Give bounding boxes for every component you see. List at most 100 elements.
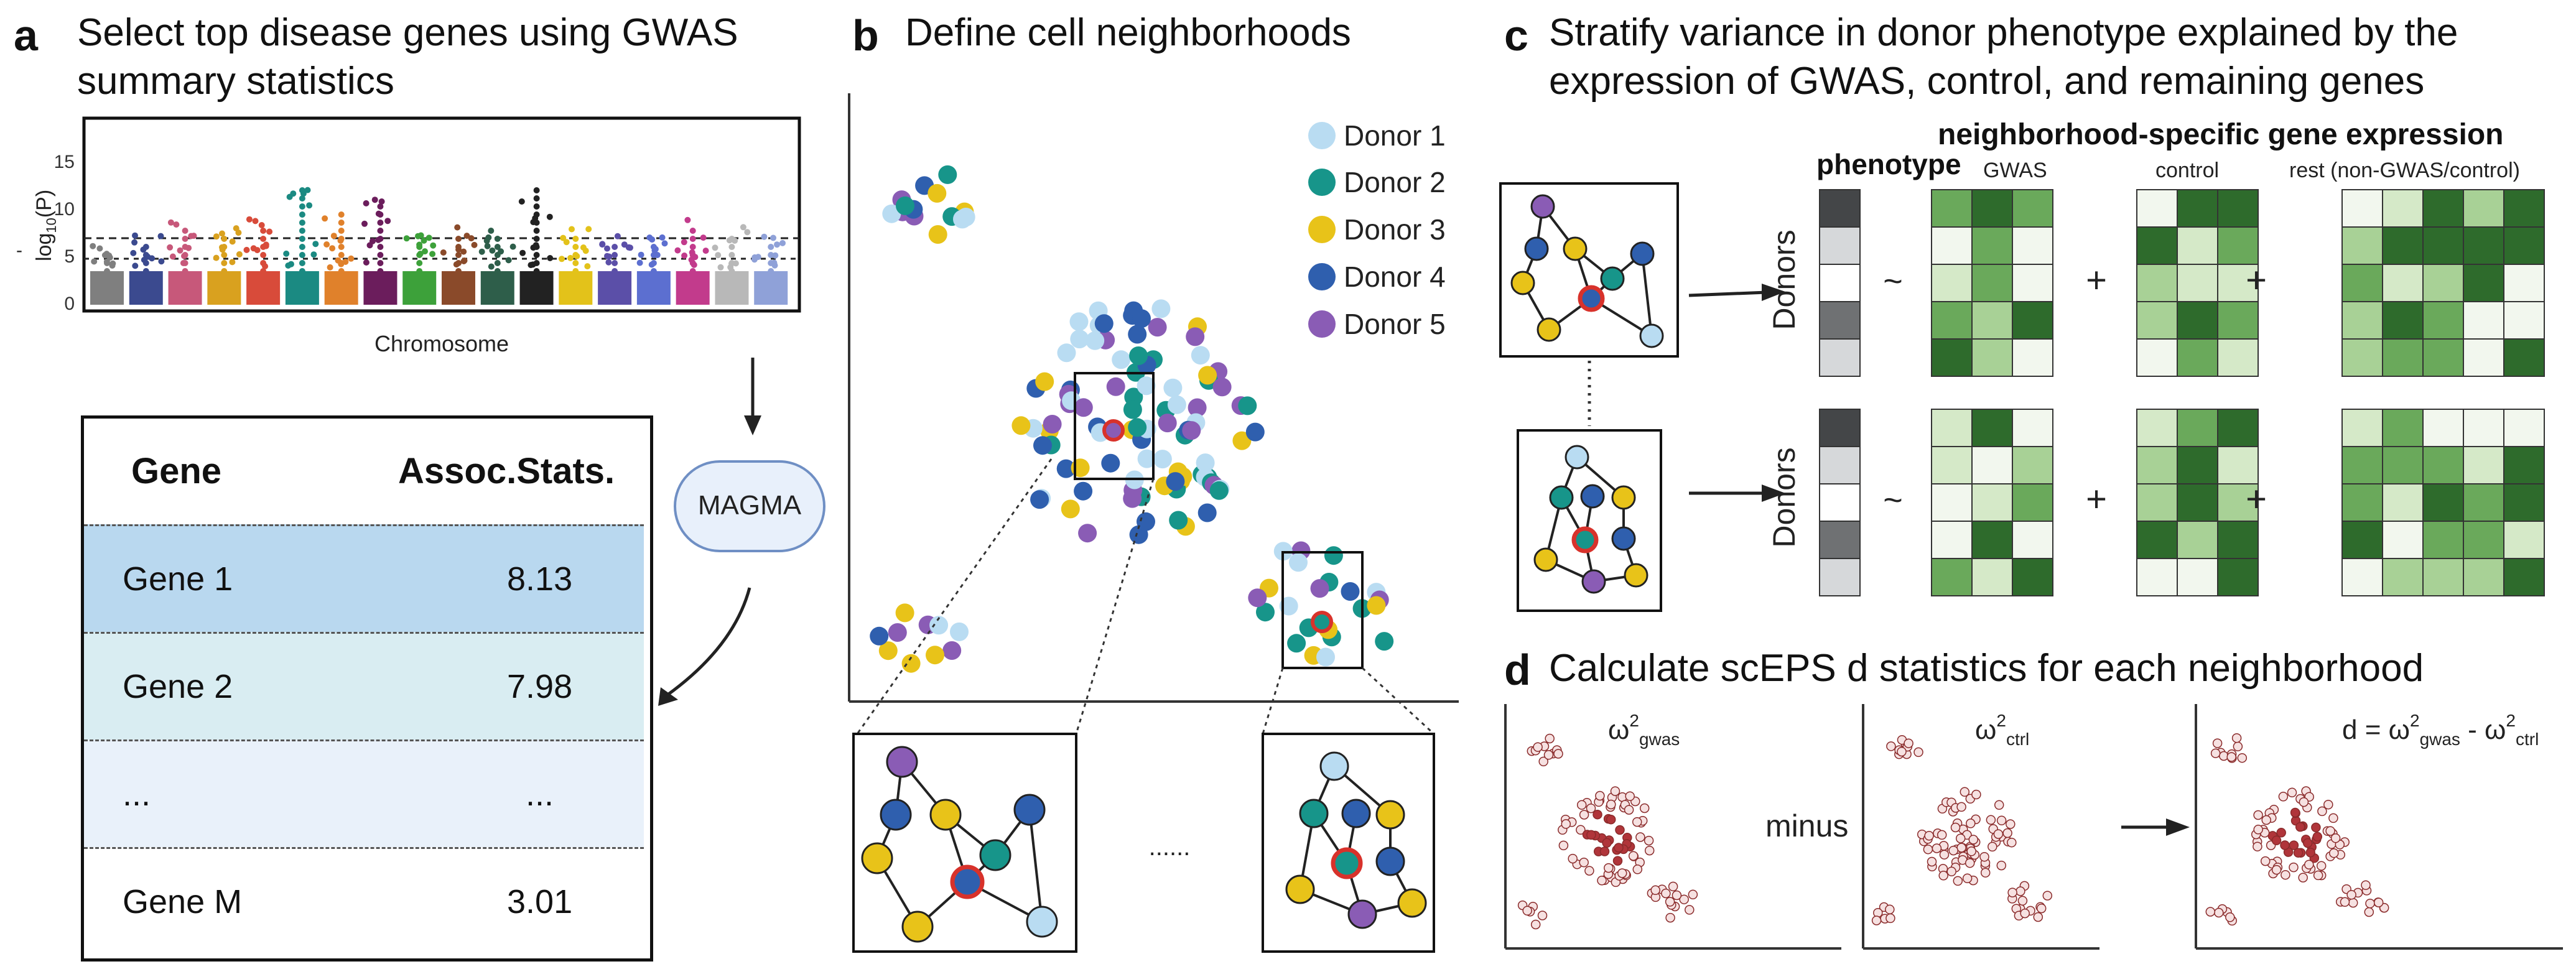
cell-point xyxy=(1169,511,1188,530)
heatmap-cell-control xyxy=(2217,226,2259,265)
snp-point xyxy=(327,264,333,271)
snp-point xyxy=(213,254,220,261)
neighborhood-point xyxy=(2271,864,2282,875)
snp-point xyxy=(572,244,579,250)
snp-point xyxy=(650,252,657,258)
omega-gwas-label: ω2gwas xyxy=(1608,711,1680,749)
cell-point xyxy=(1069,312,1089,331)
snp-point xyxy=(363,200,370,206)
graph-node xyxy=(880,799,912,831)
heatmap-cell-control xyxy=(2136,558,2178,596)
snp-point xyxy=(425,234,432,241)
snp-point xyxy=(715,252,722,259)
neighborhood-point xyxy=(2365,898,2375,909)
neighborhood-point xyxy=(2226,752,2236,762)
snp-point xyxy=(378,198,385,205)
cell-point xyxy=(1112,350,1131,369)
cell-point xyxy=(1196,453,1215,473)
cell-point xyxy=(938,165,957,184)
snp-point xyxy=(689,244,696,250)
heatmap-cell-gwas xyxy=(1971,558,2013,596)
neighborhood-point xyxy=(2329,848,2339,858)
graph-node xyxy=(1624,563,1648,588)
neighborhood-point xyxy=(2281,869,2290,880)
snp-point xyxy=(142,244,149,250)
neighborhood-point xyxy=(2304,860,2314,869)
snp-point xyxy=(755,254,761,261)
heatmap-cell-rest xyxy=(2382,301,2424,340)
neighborhood-point xyxy=(1561,819,1571,829)
snp-point xyxy=(416,260,423,266)
snp-point xyxy=(455,252,462,258)
graph-node xyxy=(1611,485,1636,510)
snp-point xyxy=(650,268,657,274)
d-formula-label: d = ω2gwas - ω2ctrl xyxy=(2342,711,2539,749)
neighborhood-point xyxy=(1602,838,1612,848)
snp-point xyxy=(188,233,195,239)
neighborhood-point xyxy=(1886,741,1896,751)
cell-point xyxy=(1086,331,1105,350)
neighborhood-point xyxy=(2007,888,2017,897)
snp-point xyxy=(104,260,110,266)
heatmap-cell-gwas xyxy=(1971,226,2013,265)
neighborhood-graph-left xyxy=(852,733,1077,953)
neighborhood-point xyxy=(2340,897,2350,907)
snp-point xyxy=(132,232,138,239)
snp-point xyxy=(689,252,696,258)
snp-point xyxy=(221,252,228,258)
chromosome-band xyxy=(519,271,554,305)
ytick-0: 0 xyxy=(64,294,75,314)
cell-point xyxy=(1137,512,1155,531)
neighborhood-point xyxy=(1968,835,1979,845)
neighborhood-point xyxy=(1679,894,1689,904)
snp-point xyxy=(533,195,540,202)
ytick-15: 15 xyxy=(54,152,75,172)
panel-c-letter: c xyxy=(1504,11,1528,60)
table-cell-gene: ... xyxy=(123,776,151,813)
snp-point xyxy=(285,262,292,269)
plus-top-2: + xyxy=(2246,260,2267,300)
neighborhood-point xyxy=(1885,904,1895,915)
neighborhood-point xyxy=(1625,791,1635,801)
heatmap-cell-rest xyxy=(2463,338,2504,377)
heatmap-cell-rest xyxy=(2341,338,2383,377)
cell-point xyxy=(1163,378,1183,397)
neighborhood-point xyxy=(2278,792,2289,802)
snp-point xyxy=(421,237,427,244)
cell-point xyxy=(1011,416,1031,435)
arrow-magma-to-table xyxy=(666,587,751,697)
snp-point xyxy=(684,216,691,223)
snp-point xyxy=(779,239,786,246)
cell-point xyxy=(1129,346,1148,365)
snp-point xyxy=(142,260,149,266)
heatmap-cell-rest xyxy=(2422,558,2464,596)
heatmap-cell-rest xyxy=(2422,521,2464,559)
table-row: ... ... xyxy=(84,739,644,847)
neighborhood-point xyxy=(2205,907,2216,917)
neighborhood-point xyxy=(2346,889,2356,900)
snp-point xyxy=(728,244,735,250)
neighborhood-point xyxy=(1533,742,1543,752)
heatmap-cell-gwas xyxy=(1931,446,1973,484)
panel-a-title-line2: summary statistics xyxy=(77,60,394,103)
plus-top-1: + xyxy=(2086,260,2107,300)
graph-node xyxy=(1375,800,1405,830)
neighborhood-point xyxy=(1966,846,1976,856)
snp-point xyxy=(322,215,328,222)
graph-node xyxy=(1565,445,1589,470)
snp-point xyxy=(494,252,501,258)
phenotype-cell xyxy=(1819,446,1861,484)
heatmap-cell-rest xyxy=(2463,446,2504,484)
neighborhood-point xyxy=(1606,814,1616,825)
heatmap-cell-gwas xyxy=(1931,409,1973,447)
snp-point xyxy=(142,252,149,258)
snp-point xyxy=(416,252,423,258)
snp-point xyxy=(468,235,475,242)
neighborhood-point xyxy=(1593,809,1602,820)
snp-point xyxy=(572,260,579,266)
snp-point xyxy=(377,268,384,274)
neighborhood-point xyxy=(1650,885,1660,896)
neighborhood-point xyxy=(2313,870,2323,881)
heatmap-cell-gwas xyxy=(2012,189,2053,228)
snp-point xyxy=(363,259,370,266)
